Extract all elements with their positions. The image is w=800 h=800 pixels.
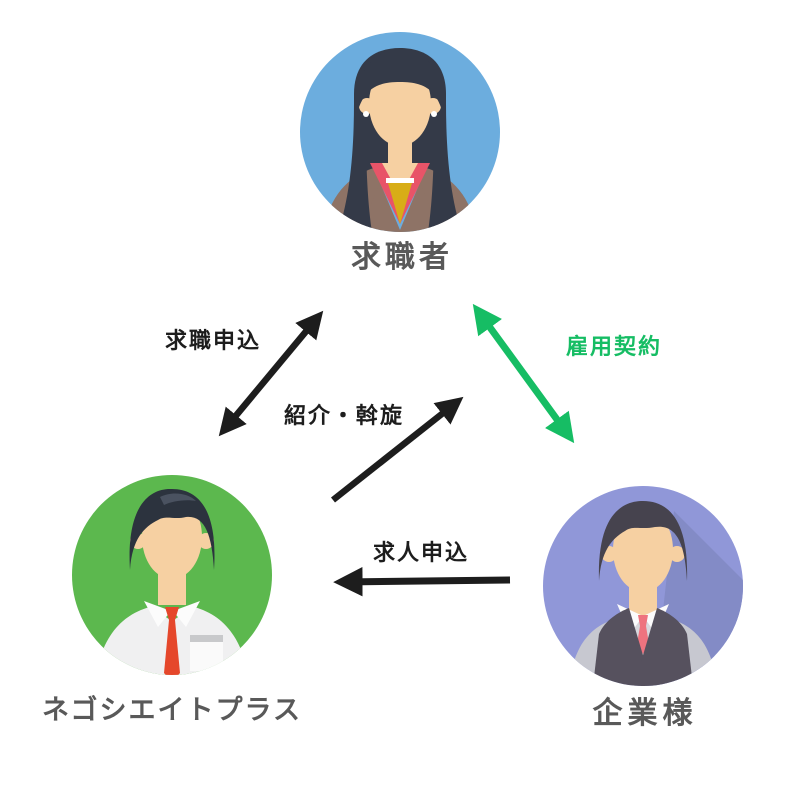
referral-arrow bbox=[330, 396, 464, 503]
hair bbox=[129, 488, 215, 570]
pocket-bar bbox=[190, 635, 223, 642]
agency-avatar-icon bbox=[72, 475, 272, 675]
company-label: 企業様 bbox=[592, 696, 698, 731]
earring-left-icon bbox=[363, 111, 369, 117]
node-job-seeker bbox=[300, 32, 500, 232]
tie bbox=[637, 615, 649, 654]
vest-left bbox=[593, 608, 645, 686]
job-request-arrow bbox=[333, 567, 511, 597]
job-seeker-avatar-icon bbox=[300, 32, 500, 232]
hair-highlight bbox=[160, 493, 196, 505]
hair-strand-left bbox=[338, 102, 372, 232]
yellow-shirt bbox=[388, 183, 412, 224]
job-application-arrow bbox=[218, 310, 324, 437]
employment-contract-arrow bbox=[472, 303, 575, 444]
agency-label: ネゴシエイトプラス bbox=[42, 695, 302, 726]
company-avatar-icon bbox=[543, 486, 743, 686]
referral-label: 紹介・斡旋 bbox=[283, 404, 405, 429]
vest-right bbox=[641, 608, 693, 686]
collar-right bbox=[173, 601, 200, 627]
job-request-label: 求人申込 bbox=[372, 541, 470, 566]
job-seeker-label: 求職者 bbox=[351, 240, 453, 275]
node-agency bbox=[72, 475, 272, 675]
earring-right-icon bbox=[431, 111, 437, 117]
tie bbox=[164, 607, 180, 675]
collar-left bbox=[144, 601, 171, 627]
node-company bbox=[543, 486, 743, 686]
neckline bbox=[386, 178, 414, 183]
hair bbox=[598, 501, 688, 581]
employment-contract-label: 雇用契約 bbox=[565, 335, 663, 360]
hair-strand-right bbox=[428, 102, 462, 232]
job-application-label: 求職申込 bbox=[164, 329, 262, 354]
hair-top bbox=[354, 50, 446, 127]
